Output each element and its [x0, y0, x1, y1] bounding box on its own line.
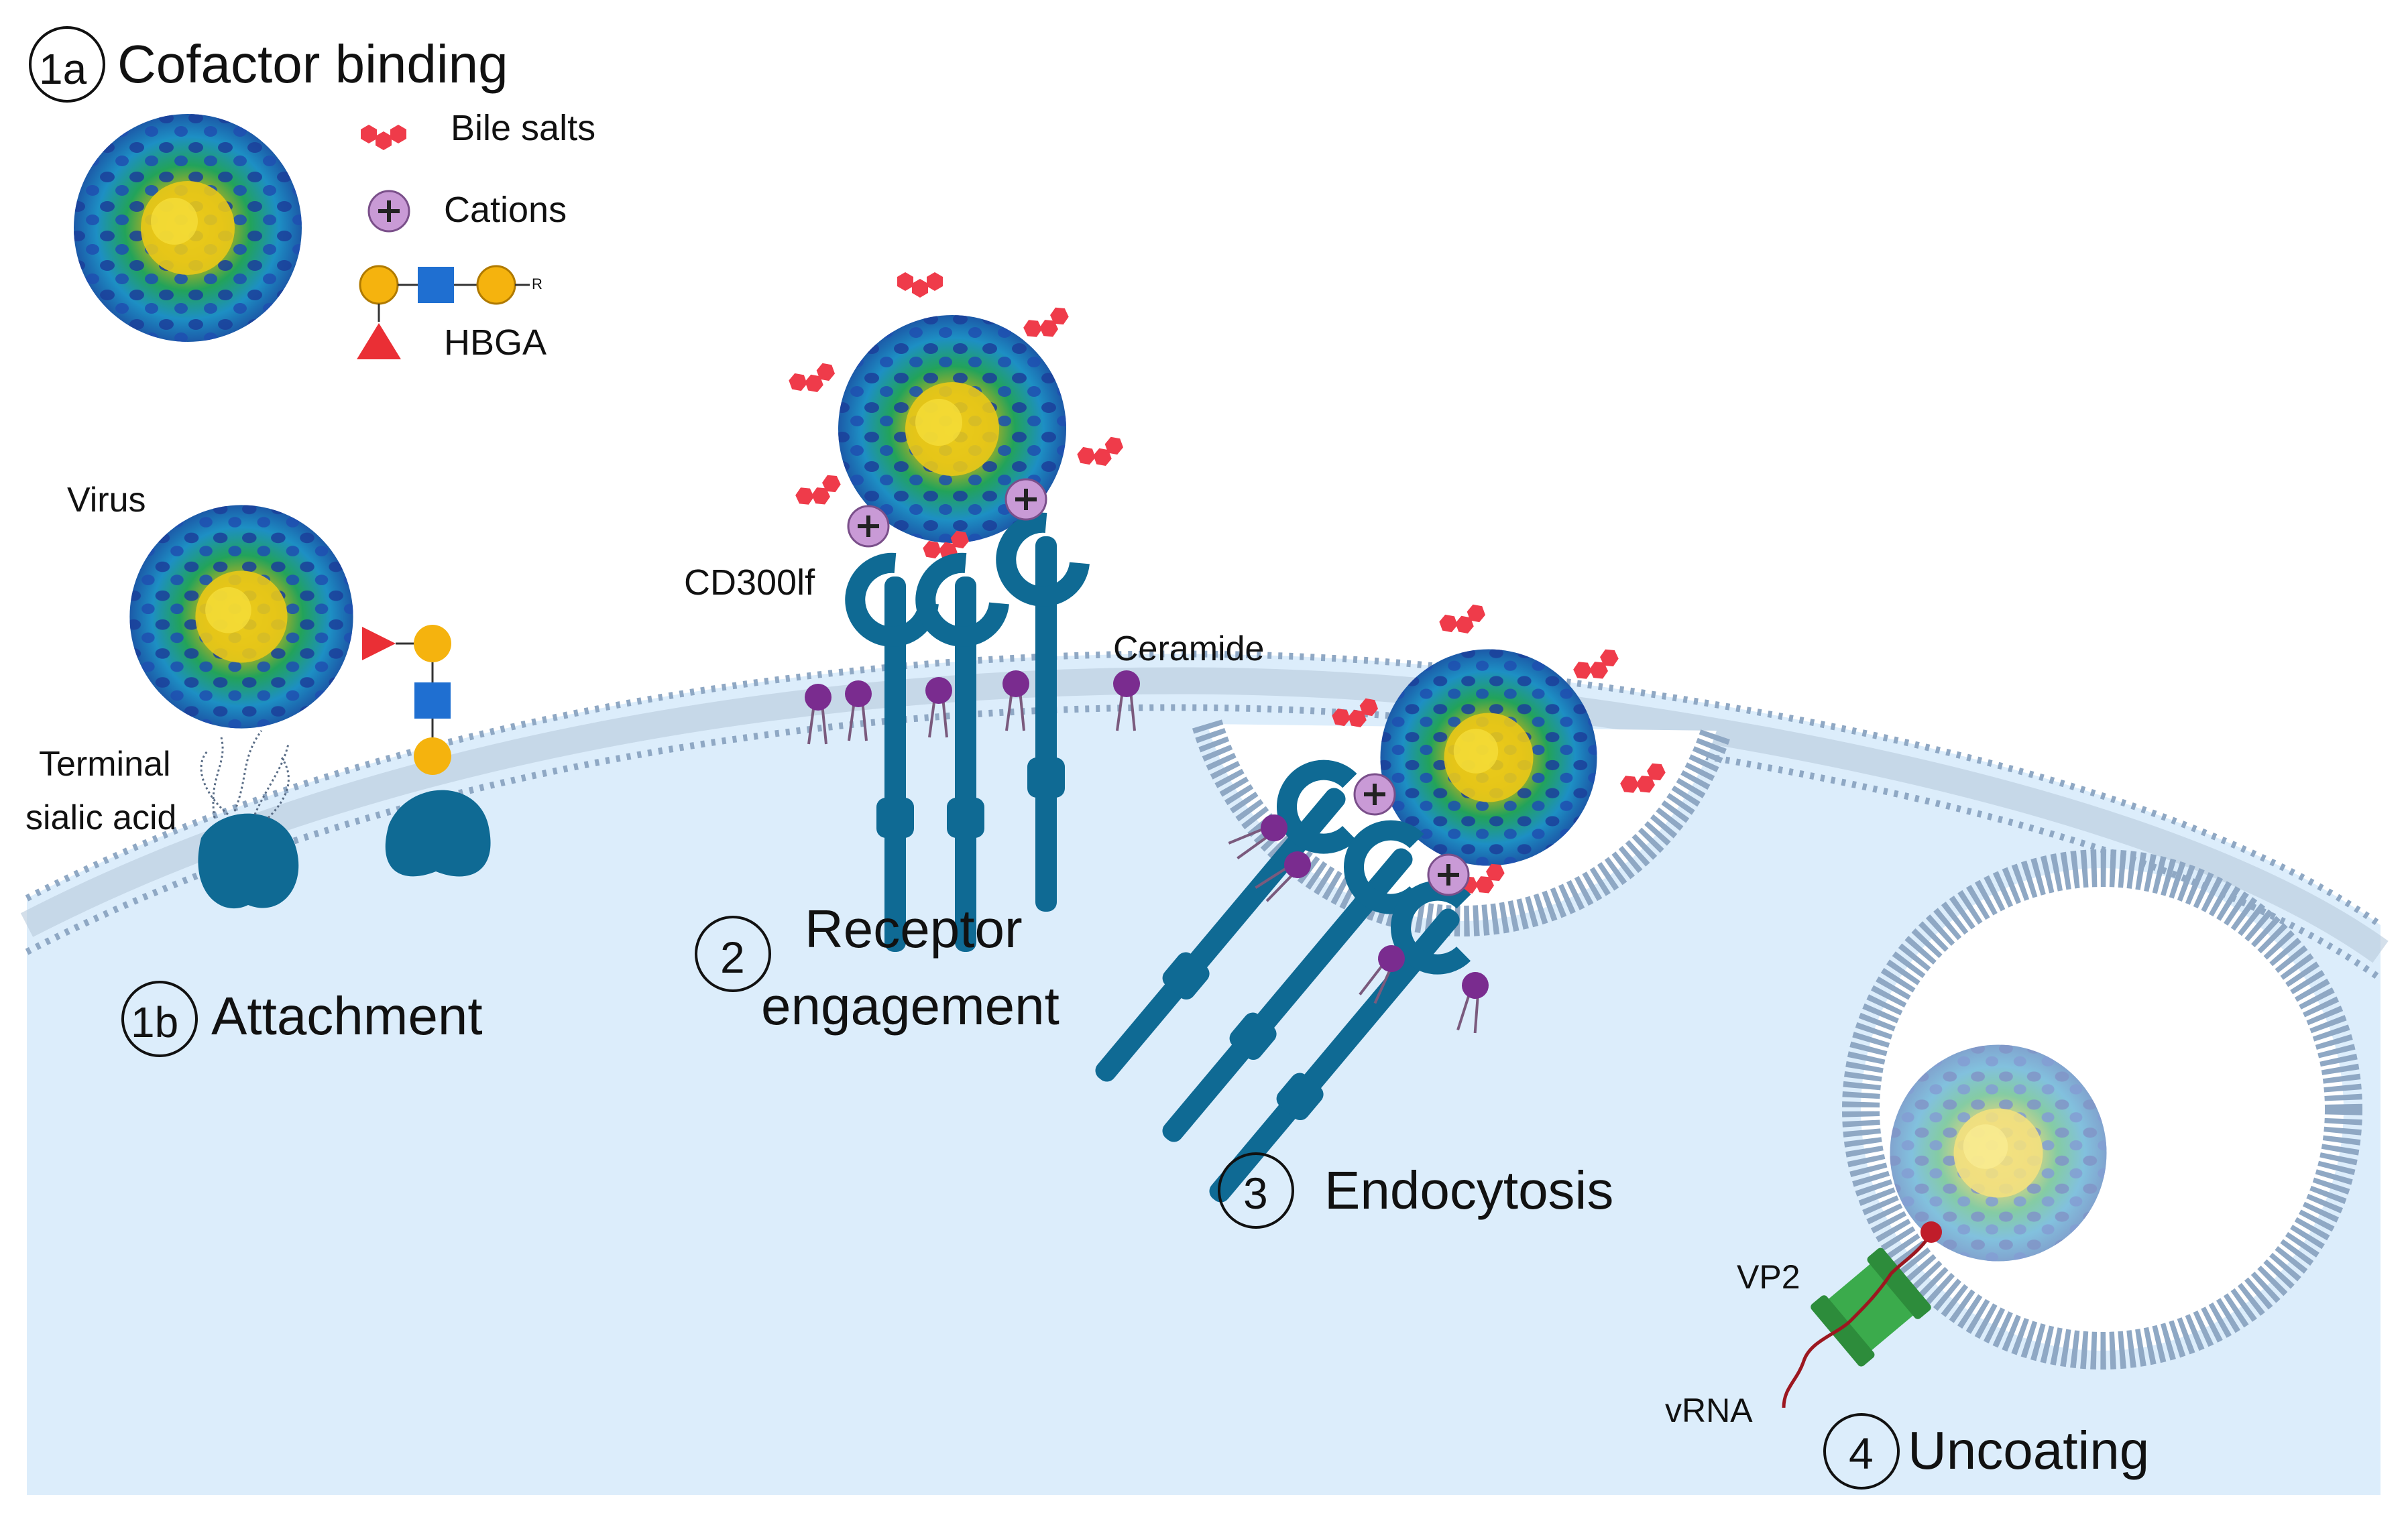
step-4-circle [1823, 1413, 1900, 1490]
step-3-title: Endocytosis [1324, 1160, 1614, 1220]
bile-salt-5 [793, 471, 846, 514]
virus-label: Virus [67, 481, 146, 520]
step-2-circle [695, 916, 771, 992]
bile-salt-4 [1075, 434, 1127, 474]
hbga-chain-attached [362, 625, 451, 775]
step-3-circle [1218, 1152, 1294, 1229]
bile-salts-icon [361, 125, 406, 150]
step-1a-title: Cofactor binding [117, 34, 508, 94]
sialic-acid-label: sialic acid [25, 798, 177, 837]
cation-3a [1353, 773, 1396, 816]
step-2-title-line1: Receptor [805, 899, 1023, 959]
step-1a-circle [29, 26, 105, 103]
virus-attached [129, 505, 353, 729]
step-1b-circle [121, 981, 198, 1057]
bile-salt-7 [1437, 601, 1489, 642]
bile-salt-2 [787, 360, 839, 400]
bile-salts-label: Bile salts [451, 108, 596, 148]
cytoplasm [27, 654, 2381, 1495]
sialic-acid-strands [200, 730, 290, 819]
cations-icon [367, 190, 410, 233]
ceramide-label: Ceramide [1113, 629, 1265, 668]
hbga-icon [357, 265, 530, 359]
hbga-label: HBGA [444, 322, 547, 363]
vp2-label: VP2 [1737, 1258, 1800, 1296]
virus-free [74, 114, 302, 342]
cation-3b [1427, 853, 1470, 896]
bile-salt-1 [897, 272, 943, 298]
hbga-r-label: R [532, 276, 542, 292]
step-3-number: 3 [1243, 1168, 1268, 1218]
step-1a-number: 1a [39, 45, 87, 93]
cation-2a [847, 505, 890, 548]
vrna-label: vRNA [1665, 1392, 1753, 1429]
bile-salt-3 [1021, 304, 1074, 347]
vp2-portal [1811, 1248, 1931, 1367]
step-4-number: 4 [1849, 1429, 1874, 1478]
terminal-label: Terminal [39, 745, 171, 784]
plasma-membrane-outer [25, 650, 2383, 928]
cd300lf-label: CD300lf [684, 562, 815, 603]
cation-2b [1005, 478, 1047, 521]
step-4-title: Uncoating [1908, 1420, 2150, 1480]
sialic-acid-receptor [198, 813, 299, 909]
step-1b-number: 1b [131, 998, 179, 1046]
step-2-number: 2 [720, 932, 745, 982]
vrna-end [1920, 1221, 1942, 1243]
cations-label: Cations [444, 190, 567, 230]
step-2-title-line2: engagement [761, 976, 1059, 1036]
vrna-strand [1782, 1232, 1933, 1408]
step-1b-title: Attachment [211, 986, 483, 1046]
hbga-receptor [385, 790, 491, 877]
